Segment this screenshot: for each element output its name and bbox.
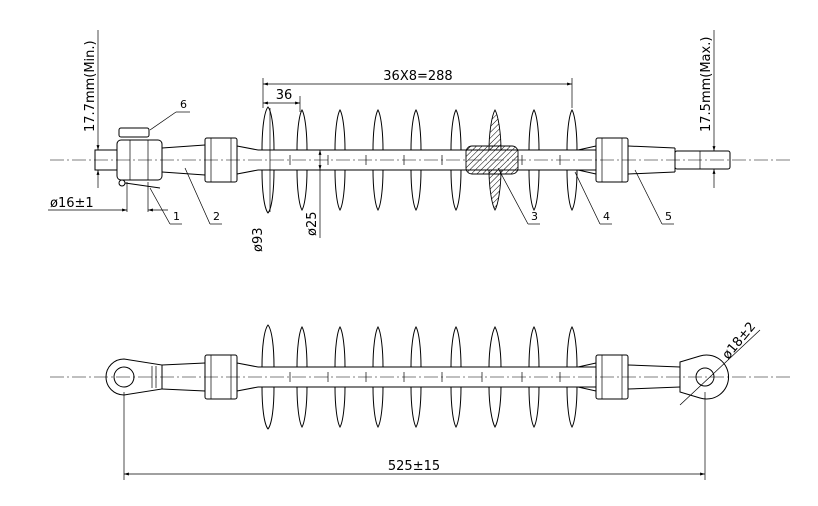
part-label-2: 2 bbox=[213, 210, 220, 223]
shed-section-upper bbox=[488, 109, 502, 151]
cotter-pin bbox=[118, 179, 126, 187]
right-clearance-label: 17.5mm(Max.) bbox=[699, 37, 714, 132]
core-diameter-label: ø25 bbox=[305, 212, 320, 237]
part-label-3: 3 bbox=[531, 210, 538, 223]
overall-length-label: 525±15 bbox=[388, 459, 440, 474]
part-label-5: 5 bbox=[665, 210, 672, 223]
pin-diameter-label: ø16±1 bbox=[50, 196, 94, 211]
eye-diameter-label: ø18±2 bbox=[720, 319, 760, 362]
left-crimp-sleeve bbox=[204, 137, 238, 183]
right-crimp-sleeve bbox=[595, 137, 629, 183]
left-clevis-fitting bbox=[94, 127, 259, 189]
right-end-fitting bbox=[577, 137, 731, 183]
top-view: 36X8=288 36 ø93 ø25 17.7mm(Min.) 17.5mm(… bbox=[48, 30, 790, 252]
right-eye-hole bbox=[695, 367, 715, 387]
bottom-view: ø18±2 525±15 bbox=[50, 319, 790, 480]
shed-diameter-label: ø93 bbox=[251, 228, 266, 253]
left-eye-hole bbox=[113, 366, 135, 388]
top-sheds bbox=[261, 106, 578, 214]
right-end-rod bbox=[674, 150, 731, 170]
rod-ticks bbox=[289, 155, 561, 165]
part-label-4: 4 bbox=[603, 210, 610, 223]
shed-spacing-label: 36X8=288 bbox=[383, 69, 452, 84]
shed-section-lower bbox=[488, 169, 502, 211]
bottom-sheds bbox=[261, 324, 578, 430]
left-clearance-label: 17.7mm(Min.) bbox=[83, 40, 98, 132]
right-eye-fitting bbox=[577, 354, 730, 400]
core-section bbox=[465, 145, 519, 175]
part-label-6: 6 bbox=[180, 98, 187, 111]
shed-pitch-label: 36 bbox=[276, 88, 293, 103]
bottom-rod-ticks bbox=[289, 372, 561, 382]
part-label-1: 1 bbox=[173, 210, 180, 223]
clevis-pin-head bbox=[118, 127, 150, 138]
